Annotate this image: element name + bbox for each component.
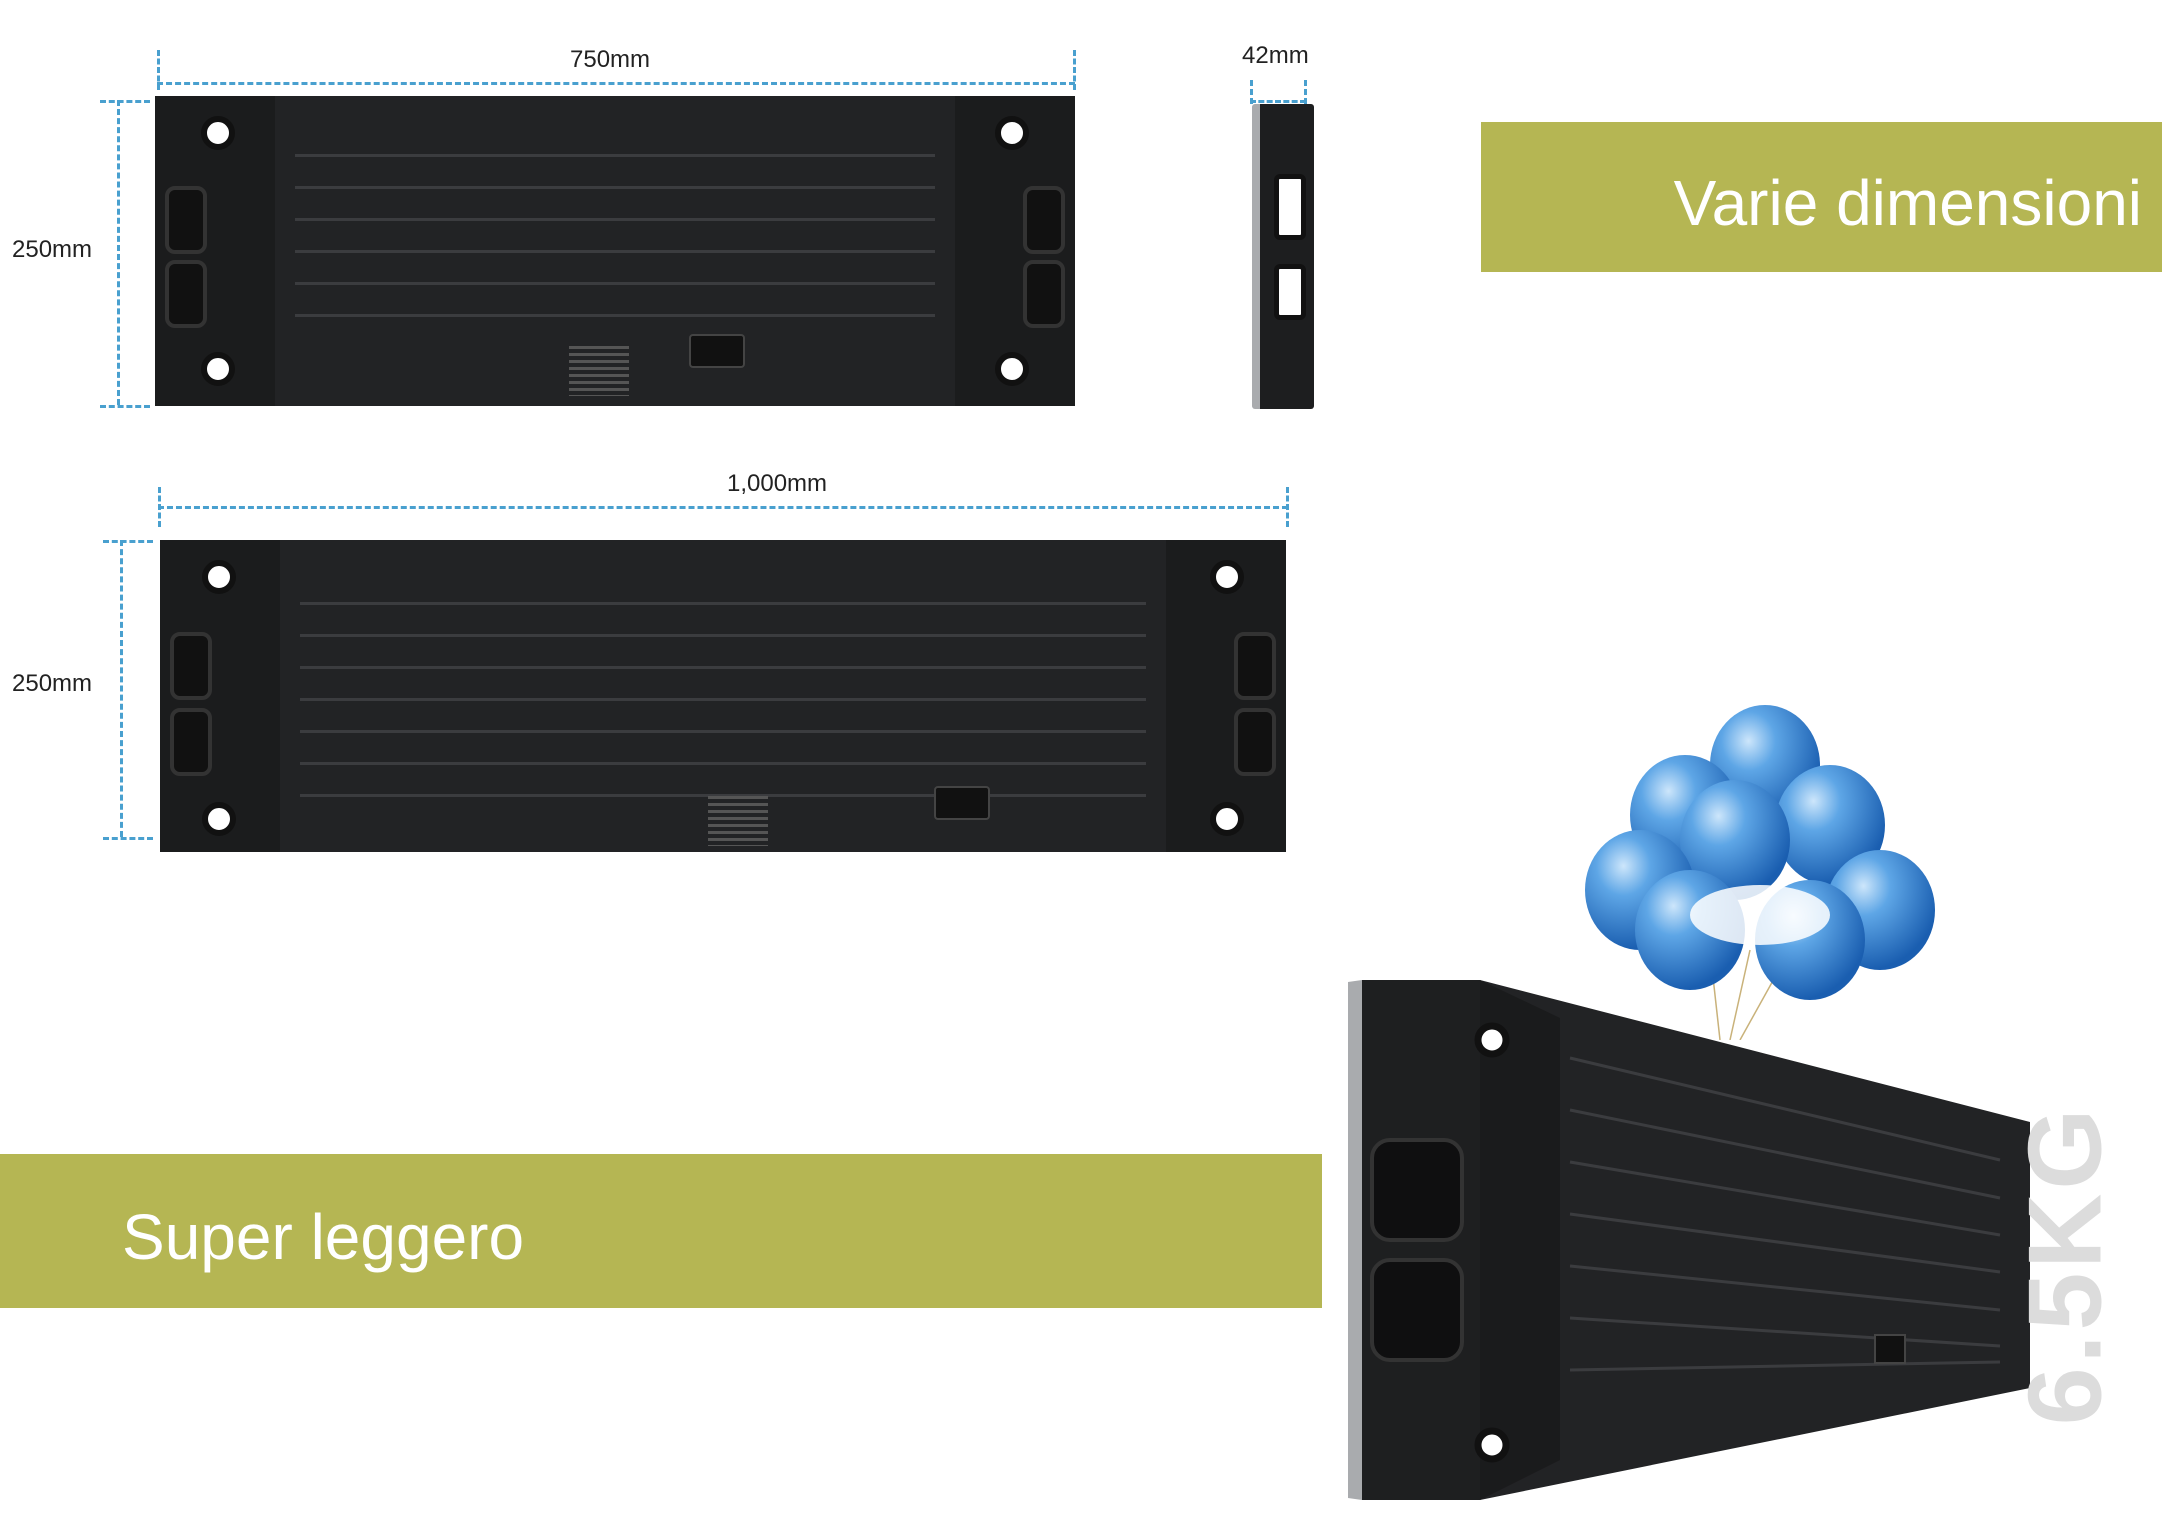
variety-banner: Varie dimensioni (1481, 122, 2162, 272)
panel-side-image (1252, 104, 1314, 409)
balloons-image (1585, 705, 1935, 1040)
depth-label-42: 42mm (1242, 42, 1309, 69)
light-banner-text: Super leggero (122, 1201, 525, 1273)
panel-1000-image (160, 540, 1286, 852)
panel-750-image (155, 96, 1075, 406)
light-banner: Super leggero (0, 1154, 1322, 1308)
width-label-1000: 1,000mm (727, 470, 828, 497)
weight-label: 6.5KG (2007, 1104, 2124, 1426)
width-label-750: 750mm (570, 46, 651, 73)
height-label-250-bottom: 250mm (12, 670, 93, 697)
variety-banner-text: Varie dimensioni (1673, 167, 2142, 239)
height-label-250-top: 250mm (12, 236, 93, 263)
panel-perspective-image (1348, 980, 2030, 1500)
